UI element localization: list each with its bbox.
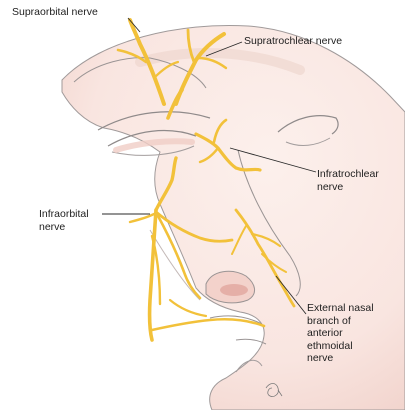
- mouth-line: [236, 339, 266, 344]
- infraorbital-nerve: [150, 210, 156, 340]
- infraorbital-lower-2: [170, 300, 206, 316]
- infraorbital-lower: [152, 319, 264, 330]
- infratrochlear-nerve-label: Infratrochlear nerve: [317, 168, 379, 193]
- supratrochlear-nerve-label: Supratrochlear nerve: [244, 35, 342, 48]
- infraorbital-branch-d: [130, 214, 154, 222]
- nostril: [220, 284, 248, 296]
- infraorbital-nerve-label: Infraorbital nerve: [39, 208, 89, 233]
- external-nasal-branch-label: External nasal branch of anterior ethmoi…: [307, 302, 374, 365]
- supraorbital-nerve-label: Supraorbital nerve: [12, 6, 98, 19]
